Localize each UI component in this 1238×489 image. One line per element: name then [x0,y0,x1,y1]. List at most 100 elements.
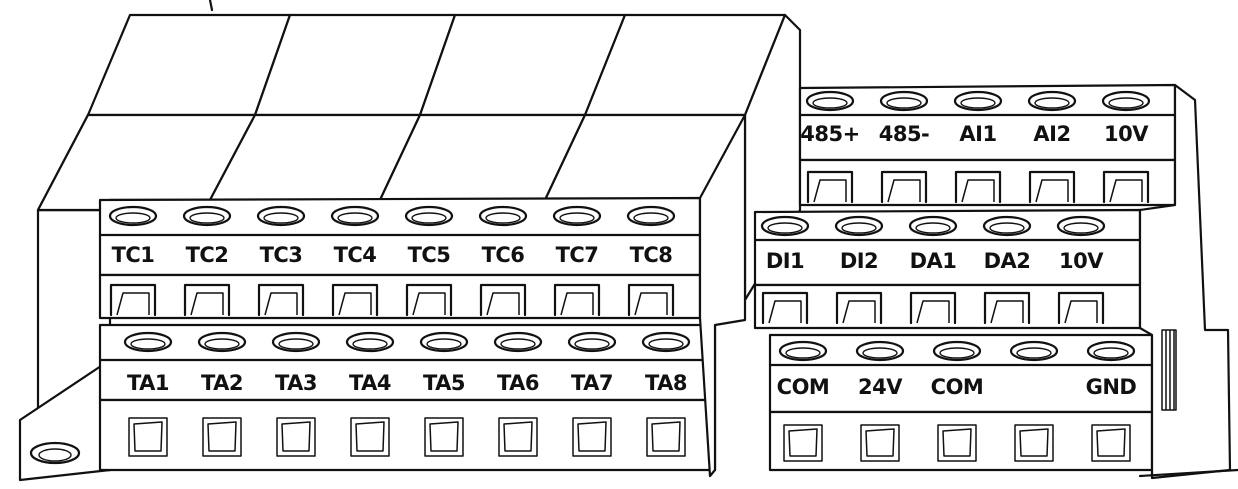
terminal-label: 485- [879,122,930,146]
screw-hole [1027,90,1077,112]
wire-entry-inner [503,421,533,452]
wire-entry-inner [788,428,818,457]
screw-hole [493,331,543,353]
wire-entry-inner [412,292,446,316]
screw-hole [626,205,676,227]
wire-entry [257,283,305,317]
screw-hole [778,340,828,362]
terminal-label: DI1 [766,249,804,273]
left-terminal-block [98,113,747,478]
screw-hole [982,215,1032,237]
wire-entry [880,170,928,204]
screw-hole [256,205,306,227]
screw-hole-inner [263,212,299,224]
screw-hole [1009,340,1059,362]
wire-entry-inner [190,292,224,316]
screw-hole [879,90,929,112]
wire-entry [479,283,527,317]
screw-hole-inner [1034,97,1070,109]
screw-hole-inner [115,212,151,224]
wire-entry-inner [116,292,150,316]
wire-entry [553,283,601,317]
wire-entry [646,417,686,457]
wire-entry-inner [281,421,311,452]
wire-entry-inner [338,292,372,316]
wire-entry [783,424,823,462]
screw-hole-inner [886,97,922,109]
wire-entry-inner [813,179,847,203]
wire-entry-inner [133,421,163,452]
terminal-label: 10V [1104,122,1149,146]
wire-entry [350,417,390,457]
screw-hole-inner [559,212,595,224]
screw-hole-inner [278,338,314,350]
wire-entry [983,291,1031,325]
terminal-label: DA1 [910,249,957,273]
screw-hole [552,205,602,227]
terminal-label: 10V [1059,249,1104,273]
wire-entry [572,417,612,457]
wire-entry-inner [916,300,950,324]
terminal-label: TC5 [408,243,451,267]
screw-hole-inner [1063,222,1099,234]
terminal-label: TC7 [556,243,599,267]
screw-hole [1101,90,1151,112]
terminal-label: 24V [858,375,903,399]
wire-entry [405,283,453,317]
wire-entry-inner [1019,428,1049,457]
screw-hole [760,215,810,237]
screw-hole [1086,340,1136,362]
terminal-label: TA8 [645,371,687,395]
screw-hole-inner [989,222,1025,234]
wire-entry [109,283,157,317]
wire-entry [954,170,1002,204]
screw-hole [419,331,469,353]
wire-entry-inner [887,179,921,203]
screw-hole-inner [204,338,240,350]
screw-hole [271,331,321,353]
terminal-label: COM [777,375,830,399]
terminal-label: TC4 [334,243,377,267]
screw-hole [330,205,380,227]
screw-hole [932,340,982,362]
wire-entry-inner [207,421,237,452]
wire-entry [1014,424,1054,462]
terminal-label: TA6 [497,371,539,395]
wire-entry [909,291,957,325]
screw-hole-inner [862,347,898,359]
screw-hole-inner [500,338,536,350]
wire-entry-inner [1064,300,1098,324]
screw-hole-inner [960,97,996,109]
wire-entry-inner [990,300,1024,324]
wire-entry [627,283,675,317]
terminal-label: 485+ [800,122,859,146]
screw-hole [908,215,958,237]
terminal-label: TA1 [127,371,169,395]
wire-entry-inner [560,292,594,316]
wire-entry [806,170,854,204]
screw-hole [567,331,617,353]
screw-hole-inner [337,212,373,224]
screw-hole-inner [939,347,975,359]
wire-entry-inner [1035,179,1069,203]
wire-entry [860,424,900,462]
screw-hole-inner [633,212,669,224]
screw-hole-inner [1108,97,1144,109]
wire-entry [835,291,883,325]
screw-hole-inner [785,347,821,359]
screw-hole [123,331,173,353]
terminal-label: AI2 [1033,122,1070,146]
base-plate [18,358,112,482]
screw-hole-inner [189,212,225,224]
terminal-label: TC1 [112,243,155,267]
terminal-label: TA4 [349,371,391,395]
screw-hole-inner [1093,347,1129,359]
screw-hole [953,90,1003,112]
wire-entry-inner [1109,179,1143,203]
wire-entry-inner [577,421,607,452]
wire-entry [761,291,809,325]
screw-hole-inner [648,338,684,350]
screw-hole [404,205,454,227]
wire-entry [937,424,977,462]
